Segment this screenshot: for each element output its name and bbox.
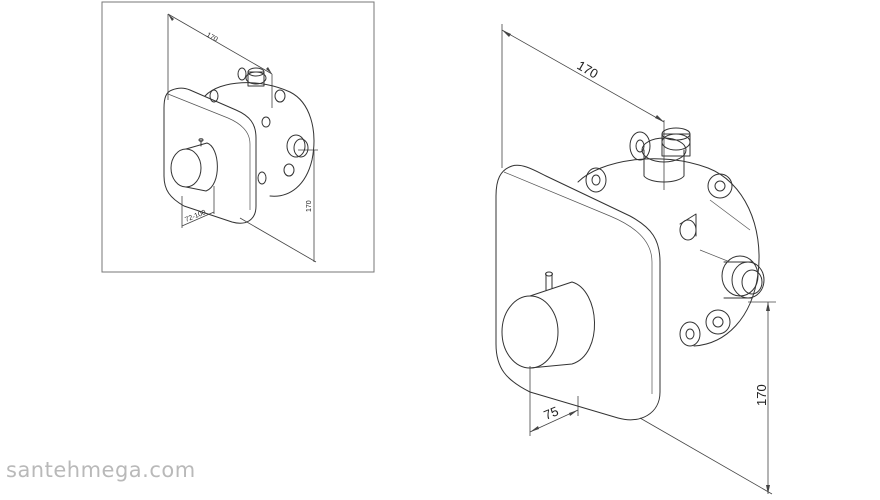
inset-width-dimension: 170: [167, 13, 273, 108]
watermark-text: santehmega.com: [6, 458, 196, 482]
inset-frame: [101, 1, 375, 273]
main-depth-dimension: 75: [529, 366, 579, 436]
main-view: 170 170 75: [495, 24, 776, 495]
inset-depth-label: 72-100: [184, 209, 207, 224]
inset-cover-plate: [163, 87, 257, 224]
inset-view: 170 170 72-100: [101, 1, 375, 273]
inset-height-label: 170: [306, 200, 313, 212]
main-height-dimension: 170: [639, 301, 776, 495]
inset-height-dimension: 170: [239, 149, 318, 263]
main-valve-body: [577, 127, 765, 347]
main-width-dimension: 170: [501, 24, 665, 190]
inset-knob: [170, 138, 218, 192]
main-width-label: 170: [575, 58, 601, 82]
main-depth-label: 75: [542, 403, 561, 422]
inset-width-label: 170: [205, 32, 219, 44]
main-knob: [501, 271, 595, 369]
inset-valve-body: [204, 67, 315, 197]
main-height-label: 170: [754, 384, 769, 406]
main-cover-plate: [495, 164, 661, 421]
